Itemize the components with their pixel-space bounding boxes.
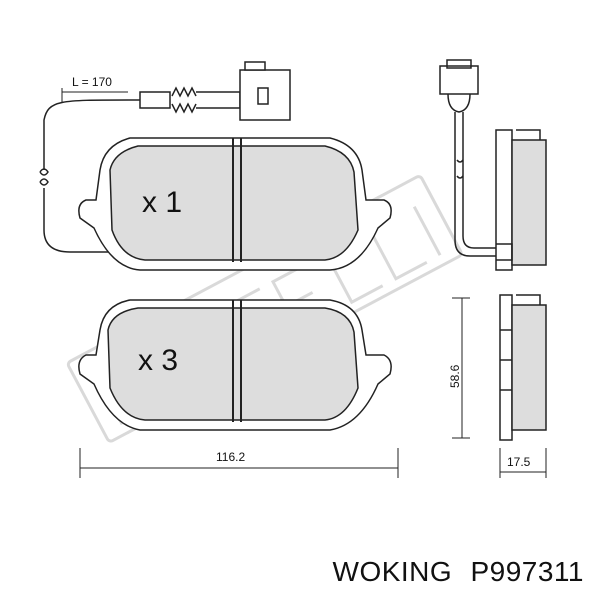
thickness-value: 17.5	[507, 455, 531, 469]
lower-pad-quantity: x 3	[138, 344, 178, 377]
upper-pad-quantity: x 1	[142, 186, 182, 219]
wire-length-dimension	[61, 88, 128, 102]
wear-sensor	[39, 61, 291, 253]
brand-name: WOKING	[332, 556, 453, 587]
height-value: 58.6	[448, 364, 462, 388]
thickness-dimension	[499, 448, 547, 478]
part-number: P997311	[470, 556, 584, 587]
wire-length-label: L = 170	[72, 75, 112, 89]
width-value: 116.2	[216, 450, 245, 464]
product-caption: WOKING P997311	[333, 556, 584, 588]
height-dimension	[452, 297, 470, 439]
width-dimension	[79, 448, 399, 478]
pad-side-view	[439, 59, 547, 441]
upper-brake-pad: x 1	[78, 137, 392, 271]
lower-brake-pad: x 3	[78, 299, 392, 431]
